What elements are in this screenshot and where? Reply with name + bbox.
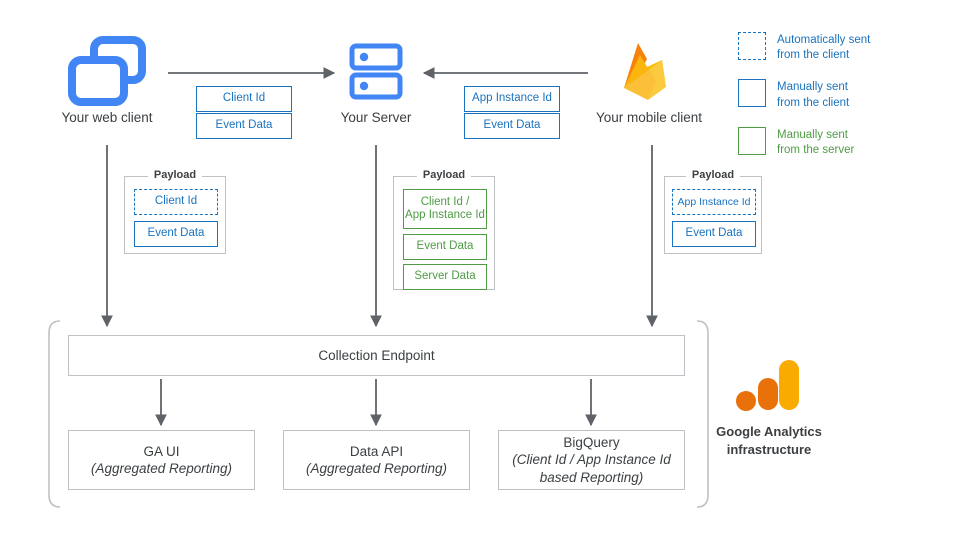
legend-line-1: Manually sent <box>777 128 848 141</box>
node-server-label: Your Server <box>340 110 412 125</box>
legend-item-manual-client: Manually sent from the client <box>738 79 948 110</box>
collection-endpoint-box: Collection Endpoint <box>68 335 685 376</box>
payload-item-event-data: Event Data <box>672 221 756 247</box>
brand-line-1: Google Analytics <box>716 424 822 439</box>
payload-item-line1: Client Id / <box>420 195 470 208</box>
web-client-payload-title: Payload <box>147 169 203 181</box>
mobile-client-payload: Payload App Instance Id Event Data <box>664 169 762 254</box>
node-server <box>349 43 403 107</box>
google-analytics-brand <box>735 360 803 423</box>
legend-item-manual-server: Manually sent from the server <box>738 126 948 158</box>
node-mobile-client <box>618 38 680 109</box>
output-title: Data API <box>349 443 404 459</box>
server-rack-icon <box>349 43 403 100</box>
server-payload-title: Payload <box>416 169 472 181</box>
google-analytics-brand-label: Google Analytics infrastructure <box>694 423 844 458</box>
legend-line-2: from the server <box>777 143 855 156</box>
payload-item-app-instance-id: App Instance Id <box>672 189 756 215</box>
firebase-flame-icon <box>624 43 666 100</box>
output-subtitle-2: based Reporting) <box>539 469 644 485</box>
legend: Automatically sent from the client Manua… <box>738 32 948 158</box>
payload-item-event-data: Event Data <box>134 221 218 247</box>
output-subtitle: (Aggregated Reporting) <box>305 461 448 476</box>
collection-endpoint-label: Collection Endpoint <box>318 347 435 363</box>
node-web-client-label: Your web client <box>61 110 153 125</box>
google-analytics-logo <box>736 360 799 411</box>
payload-item-client-or-app-instance-id: Client Id / App Instance Id <box>403 189 487 229</box>
tag-web-client-id: Client Id <box>196 86 292 112</box>
legend-swatch-solid-green <box>738 126 766 155</box>
legend-line-1: Manually sent <box>777 81 848 94</box>
output-box-data-api: Data API (Aggregated Reporting) <box>283 430 470 490</box>
payload-item-line2: App Instance Id <box>405 209 485 221</box>
legend-line-2: from the client <box>777 49 850 62</box>
legend-swatch-dashed-blue <box>738 32 766 60</box>
server-payload: Payload Client Id / App Instance Id Even… <box>393 169 495 290</box>
output-subtitle: (Aggregated Reporting) <box>90 461 233 476</box>
output-box-ga-ui: GA UI (Aggregated Reporting) <box>68 430 255 490</box>
infrastructure-bracket <box>48 320 61 508</box>
payload-item-server-data: Server Data <box>403 264 487 290</box>
payload-item-event-data: Event Data <box>403 234 487 260</box>
node-mobile-client-label: Your mobile client <box>595 110 703 125</box>
payload-item-client-id: Client Id <box>134 189 218 215</box>
node-web-client <box>66 36 150 111</box>
output-title: BigQuery <box>563 435 620 451</box>
output-box-bigquery: BigQuery (Client Id / App Instance Id ba… <box>498 430 685 490</box>
tag-web-event-data: Event Data <box>196 113 292 139</box>
brand-line-2: infrastructure <box>726 441 812 457</box>
tag-mobile-app-instance-id: App Instance Id <box>464 86 560 112</box>
legend-swatch-solid-blue <box>738 79 766 108</box>
legend-item-auto-client: Automatically sent from the client <box>738 32 948 63</box>
legend-line-1: Automatically sent <box>777 34 871 46</box>
tag-mobile-event-data: Event Data <box>464 113 560 139</box>
browser-windows-icon <box>68 36 146 106</box>
infrastructure-bracket-right <box>696 320 709 508</box>
mobile-client-payload-title: Payload <box>685 169 741 181</box>
output-subtitle: (Client Id / App Instance Id <box>512 452 671 468</box>
legend-line-2: from the client <box>777 96 850 109</box>
web-client-payload: Payload Client Id Event Data <box>124 169 226 254</box>
output-title: GA UI <box>143 443 180 459</box>
